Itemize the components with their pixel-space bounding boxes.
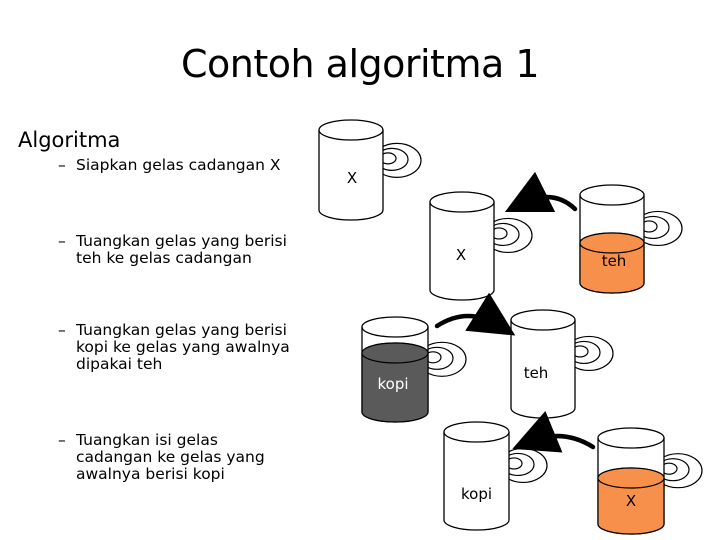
step-4: – Tuangkan isi gelas cadangan ke gelas y…: [58, 432, 326, 483]
bullet-dash: –: [58, 431, 66, 449]
step-3: – Tuangkan gelas yang berisi kopi ke gel…: [58, 322, 326, 373]
step-3-line-3: dipakai teh: [76, 355, 163, 373]
step-1-line-1: Siapkan gelas cadangan X: [76, 156, 281, 174]
page-title: Contoh algoritma 1: [180, 42, 540, 86]
mug-rim: [510, 309, 576, 331]
bullet-dash: –: [58, 232, 66, 250]
mug-liquid-surface: [597, 467, 665, 489]
mug-x-step-4: X: [597, 427, 703, 535]
mug-label: kopi: [461, 485, 492, 503]
step-2-line-2: teh ke gelas cadangan: [76, 249, 252, 267]
mug-body: [318, 130, 384, 221]
mug-rim: [597, 427, 665, 449]
bullet-dash: –: [58, 321, 66, 339]
step-4-line-1: Tuangkan isi gelas: [76, 431, 218, 449]
step-1: – Siapkan gelas cadangan X: [58, 157, 326, 174]
mug-kopi-step-3: kopi: [361, 316, 467, 423]
mug-body: [443, 432, 510, 531]
step-4-line-3: awalnya berisi kopi: [76, 465, 225, 483]
step-2: – Tuangkan gelas yang berisi teh ke gela…: [58, 233, 326, 267]
bullet-dash: –: [58, 156, 66, 174]
section-heading: Algoritma: [18, 128, 121, 152]
mug-liquid-surface: [361, 342, 429, 364]
mug-x-step-2: X: [429, 191, 533, 301]
mug-x-step-1: X: [318, 119, 422, 221]
mug-liquid-surface: [579, 232, 645, 254]
mug-label: X: [347, 169, 357, 187]
arrow-kopi-to-empty: [434, 292, 516, 336]
mug-label: X: [456, 246, 466, 264]
mug-rim: [361, 316, 429, 338]
arrow-x-to-kopi: [512, 410, 596, 453]
arrow-teh-to-x: [504, 171, 578, 213]
mug-rim: [579, 184, 645, 206]
mug-label: teh: [602, 252, 627, 270]
mug-label: teh: [524, 364, 549, 382]
mug-label: X: [626, 492, 636, 510]
step-3-line-1: Tuangkan gelas yang berisi: [76, 321, 287, 339]
step-4-line-2: cadangan ke gelas yang: [76, 448, 265, 466]
mug-rim: [443, 421, 510, 443]
step-3-line-2: kopi ke gelas yang awalnya: [76, 338, 290, 356]
mug-teh-step-2: teh: [579, 184, 683, 294]
mug-teh-empty-step-3: teh: [510, 309, 614, 419]
step-2-line-1: Tuangkan gelas yang berisi: [76, 232, 287, 250]
mug-label: kopi: [377, 375, 408, 393]
mug-kopi-step-4: kopi: [443, 421, 548, 531]
mug-rim: [429, 191, 495, 213]
mug-rim: [318, 119, 384, 141]
